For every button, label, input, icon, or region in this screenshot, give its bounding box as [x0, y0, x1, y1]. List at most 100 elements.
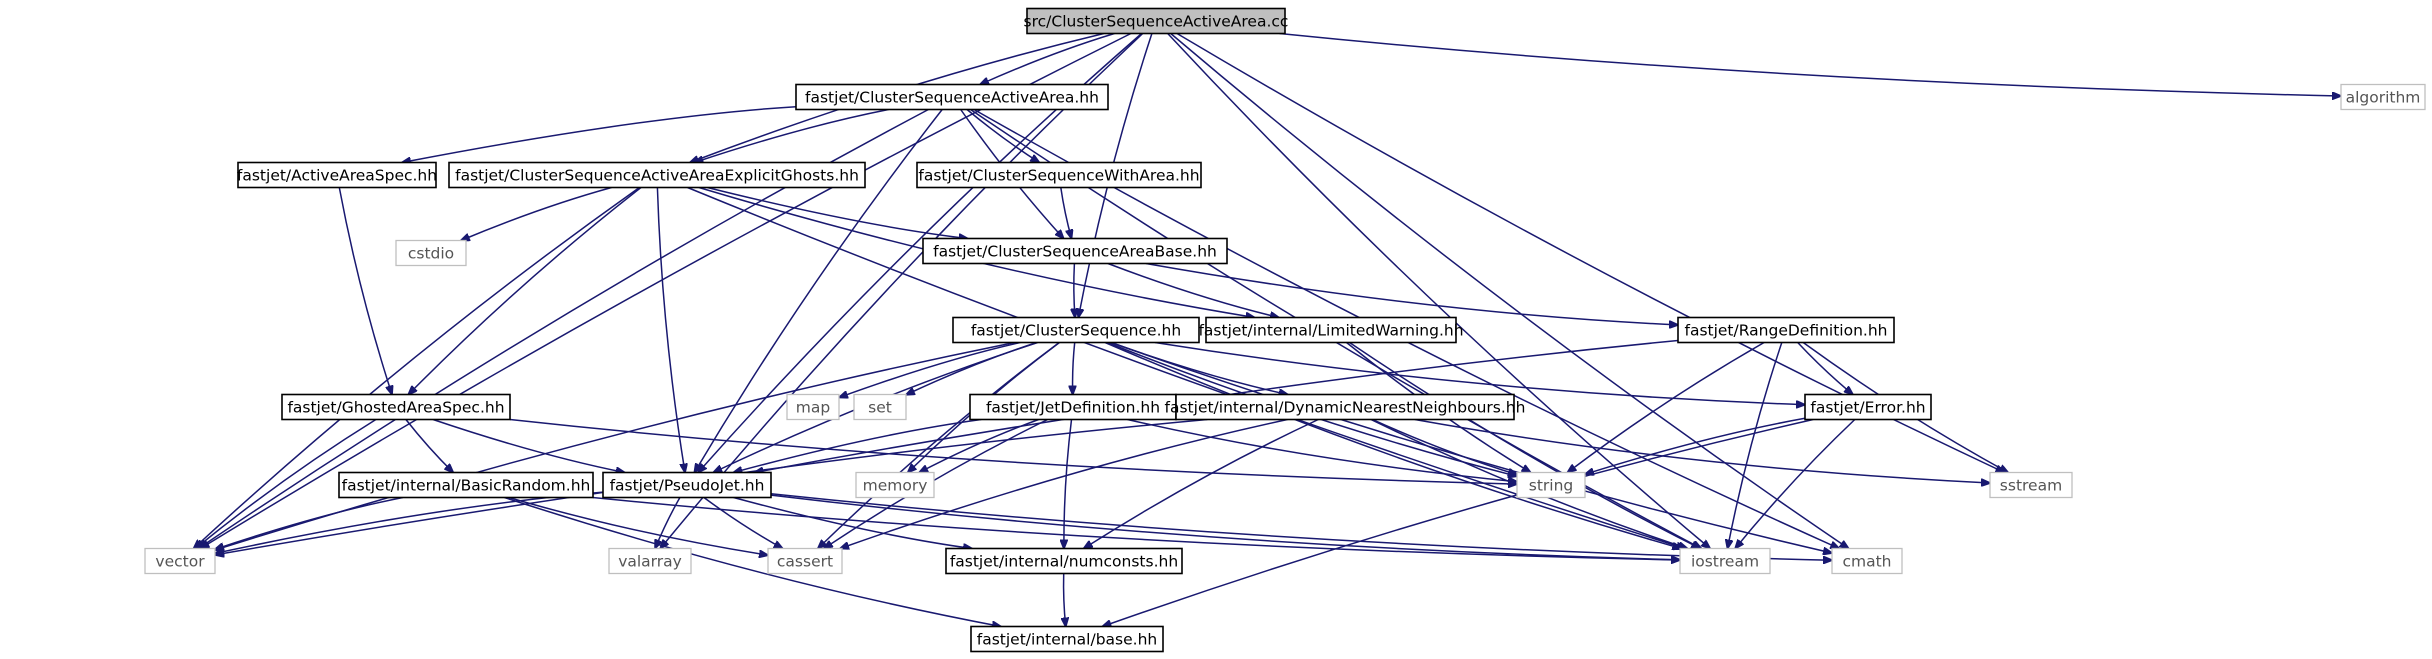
edge-root-to-iostream — [1167, 32, 1710, 549]
node-br[interactable]: fastjet/internal/BasicRandom.hh — [338, 471, 594, 499]
edge-csab-to-cs — [1074, 263, 1075, 318]
node-box — [1026, 7, 1286, 35]
node-map: map — [786, 393, 840, 421]
node-cstdio: cstdio — [395, 239, 467, 267]
node-root[interactable]: src/ClusterSequenceActiveArea.cc — [1024, 7, 1289, 35]
node-box — [338, 471, 594, 499]
node-box — [1804, 393, 1932, 421]
node-set: set — [853, 393, 907, 421]
node-err[interactable]: fastjet/Error.hh — [1804, 393, 1932, 421]
node-box — [795, 83, 1109, 111]
edge-numconsts-to-base — [1064, 573, 1066, 627]
node-csaaeg[interactable]: fastjet/ClusterSequenceActiveAreaExplici… — [448, 161, 866, 189]
node-box — [1677, 316, 1895, 344]
edge-err-to-iostream — [1735, 418, 1856, 549]
node-box — [1679, 547, 1771, 575]
edge-root-to-csaa — [980, 32, 1115, 85]
node-label: sstream — [2000, 477, 2062, 495]
node-csab[interactable]: fastjet/ClusterSequenceAreaBase.hh — [922, 237, 1228, 265]
edge-cswa-to-csab — [1060, 187, 1072, 239]
node-label: map — [796, 399, 830, 417]
node-box — [786, 393, 840, 421]
node-label: fastjet/RangeDefinition.hh — [1684, 322, 1887, 340]
node-box — [970, 625, 1164, 653]
edge-dnn-to-cassert — [840, 418, 1288, 549]
node-label: cmath — [1842, 553, 1891, 571]
edge-csaa-to-pj — [694, 109, 943, 473]
node-vector: vector — [144, 547, 216, 575]
edge-csaa-to-aas — [402, 105, 797, 163]
edge-root-to-vector — [201, 32, 1132, 549]
node-cmath: cmath — [1831, 547, 1903, 575]
node-box — [853, 393, 907, 421]
edge-jd-to-numconsts — [1064, 419, 1073, 549]
edge-br-to-iostream — [592, 496, 1680, 561]
node-box — [1989, 471, 2073, 499]
node-label: iostream — [1691, 553, 1759, 571]
edge-csab-to-lw — [1107, 262, 1279, 318]
node-base[interactable]: fastjet/internal/base.hh — [970, 625, 1164, 653]
node-box — [1205, 316, 1457, 344]
node-box — [952, 316, 1200, 344]
node-label: fastjet/PseudoJet.hh — [610, 477, 765, 495]
node-label: fastjet/ClusterSequenceWithArea.hh — [918, 167, 1199, 185]
node-box — [922, 237, 1228, 265]
node-sstream: sstream — [1989, 471, 2073, 499]
edge-jd-to-memory — [919, 418, 1039, 473]
node-box — [2340, 83, 2426, 111]
edge-cs-to-err — [1154, 341, 1805, 405]
node-label: fastjet/JetDefinition.hh — [986, 399, 1160, 417]
node-label: cassert — [777, 553, 833, 571]
edge-err-to-base — [1102, 418, 1814, 627]
edge-csaaeg-to-iostream — [687, 186, 1686, 549]
node-label: cstdio — [408, 245, 454, 263]
node-csaa[interactable]: fastjet/ClusterSequenceActiveArea.hh — [795, 83, 1109, 111]
edge-rd-to-iostream — [1728, 342, 1783, 549]
node-box — [602, 471, 772, 499]
node-label: fastjet/Error.hh — [1810, 399, 1925, 417]
node-box — [448, 161, 866, 189]
edge-err-to-string — [1585, 417, 1806, 474]
node-label: vector — [155, 553, 205, 571]
node-pj[interactable]: fastjet/PseudoJet.hh — [602, 471, 772, 499]
node-box — [237, 161, 437, 189]
node-box — [945, 547, 1183, 575]
edge-pj-to-cassert — [703, 496, 783, 549]
node-box — [1175, 393, 1515, 421]
node-box — [855, 471, 935, 499]
edge-rd-to-err — [1797, 341, 1853, 395]
edge-gas-to-vector — [195, 418, 377, 549]
edge-aas-to-gas — [338, 187, 392, 395]
node-cs[interactable]: fastjet/ClusterSequence.hh — [952, 316, 1200, 344]
edge-csaaeg-to-cstdio — [461, 186, 612, 241]
edge-br-to-cassert — [508, 496, 768, 556]
node-box — [144, 547, 216, 575]
node-memory: memory — [855, 471, 935, 499]
node-jd[interactable]: fastjet/JetDefinition.hh — [969, 393, 1177, 421]
node-gas[interactable]: fastjet/GhostedAreaSpec.hh — [281, 393, 511, 421]
node-aas[interactable]: fastjet/ActiveAreaSpec.hh — [237, 161, 437, 189]
node-label: src/ClusterSequenceActiveArea.cc — [1024, 13, 1289, 31]
edge-pj-to-cmath — [770, 493, 1832, 560]
edge-dnn-to-string — [1372, 418, 1517, 475]
edge-cs-to-dnn — [1110, 341, 1288, 395]
edge-gas-to-string — [509, 418, 1517, 485]
edge-csaaeg-to-gas — [408, 186, 642, 395]
node-cswa[interactable]: fastjet/ClusterSequenceWithArea.hh — [916, 161, 1202, 189]
edge-jd-to-cassert — [824, 418, 1048, 549]
edge-pj-to-numconsts — [733, 496, 973, 549]
node-label: algorithm — [2346, 89, 2421, 107]
node-label: fastjet/ClusterSequenceActiveArea.hh — [805, 89, 1099, 107]
node-string: string — [1516, 471, 1586, 499]
node-dnn[interactable]: fastjet/internal/DynamicNearestNeighbour… — [1165, 393, 1526, 421]
node-cassert: cassert — [767, 547, 843, 575]
node-box — [767, 547, 843, 575]
node-label: fastjet/ClusterSequence.hh — [971, 322, 1181, 340]
node-lw[interactable]: fastjet/internal/LimitedWarning.hh — [1198, 316, 1464, 344]
node-numconsts[interactable]: fastjet/internal/numconsts.hh — [945, 547, 1183, 575]
node-rd[interactable]: fastjet/RangeDefinition.hh — [1677, 316, 1895, 344]
edge-lw-to-iostream — [1349, 341, 1701, 549]
edge-csaaeg-to-vector — [194, 186, 640, 549]
node-label: set — [868, 399, 892, 417]
